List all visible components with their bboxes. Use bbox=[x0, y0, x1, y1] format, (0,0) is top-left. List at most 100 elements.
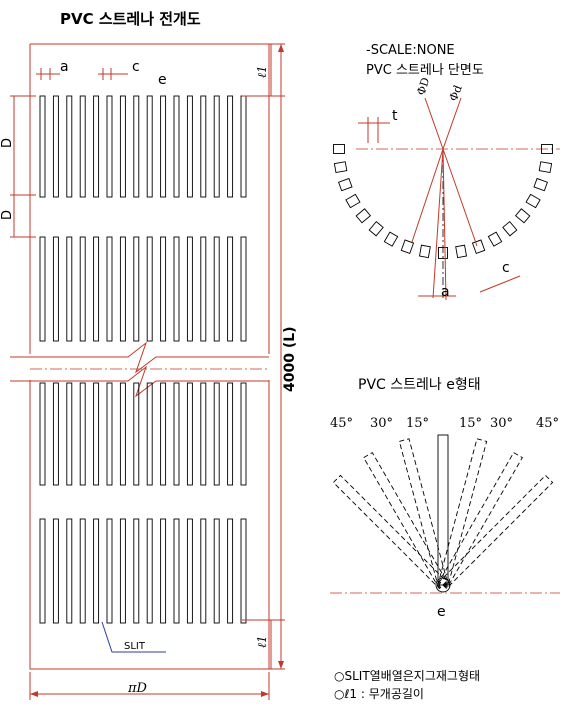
label-width: πD bbox=[127, 681, 148, 696]
slot bbox=[119, 518, 126, 624]
dim-length: 4000 (L) bbox=[278, 44, 298, 669]
slit-leader: SLIT bbox=[101, 621, 166, 653]
dim-l1-top: ℓ1 bbox=[242, 43, 285, 97]
slot bbox=[200, 236, 207, 342]
slot bbox=[200, 382, 207, 486]
slot bbox=[200, 95, 207, 198]
expansion-title: PVC 스트레나 전개도 bbox=[60, 10, 201, 28]
slot bbox=[39, 382, 46, 486]
slot bbox=[186, 95, 193, 198]
angle-6: 45° bbox=[536, 416, 559, 431]
slot bbox=[240, 95, 247, 198]
ring-segment bbox=[502, 220, 518, 237]
fan-slot bbox=[398, 438, 449, 587]
slot bbox=[160, 518, 167, 624]
slot bbox=[146, 382, 153, 486]
section-title: PVC 스트레나 단면도 bbox=[366, 63, 484, 78]
note-2: ○ℓ1 : 무개공길이 bbox=[334, 687, 424, 701]
section-view: -SCALE:NONE PVC 스트레나 단면도 ΦD Φd t c a bbox=[333, 43, 560, 301]
slot bbox=[66, 382, 73, 486]
sheet-outline-bottom bbox=[29, 380, 270, 670]
slot bbox=[52, 382, 59, 486]
slot bbox=[213, 518, 220, 624]
slot bbox=[160, 382, 167, 486]
slot bbox=[93, 518, 100, 624]
label-phi-d: Φd bbox=[447, 83, 465, 103]
slot bbox=[240, 236, 247, 342]
expansion-view: PVC 스트레나 전개도 a c e D D bbox=[0, 10, 298, 700]
label-c: c bbox=[132, 59, 140, 75]
e-shape-title: PVC 스트레나 e형태 bbox=[358, 377, 481, 393]
slot bbox=[173, 236, 180, 342]
slot bbox=[119, 236, 126, 342]
label-slit: SLIT bbox=[124, 641, 146, 652]
slot bbox=[93, 236, 100, 342]
label-D-mid: D bbox=[0, 210, 15, 220]
ring-segment bbox=[333, 161, 348, 174]
slot bbox=[213, 236, 220, 342]
slot bbox=[173, 95, 180, 198]
ring-segment bbox=[487, 231, 503, 247]
dim-a: a bbox=[36, 59, 69, 80]
slot bbox=[146, 95, 153, 198]
slot bbox=[66, 236, 73, 342]
slot bbox=[133, 95, 140, 198]
slot bbox=[133, 382, 140, 486]
slot bbox=[119, 95, 126, 198]
notes: ○SLIT열배열은지그재그형태 ○ℓ1 : 무개공길이 bbox=[334, 669, 480, 701]
slot bbox=[66, 95, 73, 198]
dim-t: t bbox=[358, 108, 398, 143]
slot bbox=[106, 236, 113, 342]
slot bbox=[160, 236, 167, 342]
slot bbox=[186, 518, 193, 624]
slot bbox=[66, 518, 73, 624]
section-label-a: a bbox=[441, 284, 450, 300]
slot bbox=[173, 382, 180, 486]
slot bbox=[240, 382, 247, 486]
slot bbox=[52, 518, 59, 624]
slot bbox=[227, 518, 234, 624]
slot bbox=[240, 518, 247, 624]
break-line bbox=[10, 341, 269, 398]
label-phi-D: ΦD bbox=[414, 76, 432, 97]
ring-segment bbox=[418, 244, 431, 259]
slot bbox=[133, 518, 140, 624]
angle-4: 15° bbox=[459, 416, 482, 431]
fan-slot bbox=[438, 474, 554, 590]
slot bbox=[119, 382, 126, 486]
slot bbox=[227, 236, 234, 342]
slot bbox=[39, 518, 46, 624]
slot bbox=[79, 236, 86, 342]
label-e: e bbox=[158, 72, 167, 88]
fan-slot bbox=[438, 451, 523, 589]
ring-segment bbox=[525, 193, 541, 209]
slot bbox=[93, 95, 100, 198]
ring-segment bbox=[338, 177, 353, 192]
slot bbox=[200, 518, 207, 624]
slot bbox=[79, 95, 86, 198]
e-shape-view: PVC 스트레나 e형태 45° 30° 15° 15° 30° 45° e bbox=[330, 377, 560, 620]
fan-slot bbox=[363, 451, 448, 589]
sheet-outline-top bbox=[29, 43, 270, 354]
dim-D: D D bbox=[0, 95, 36, 238]
label-D-top: D bbox=[0, 138, 15, 148]
slot bbox=[160, 95, 167, 198]
slot bbox=[93, 382, 100, 486]
ring-segment bbox=[455, 244, 468, 259]
slot bbox=[133, 236, 140, 342]
angle-1: 45° bbox=[330, 416, 353, 431]
fan-slot bbox=[437, 434, 449, 586]
ring-segment bbox=[538, 161, 553, 174]
dim-c: c bbox=[98, 59, 140, 80]
label-l1-top: ℓ1 bbox=[255, 65, 269, 78]
ring-segment bbox=[383, 231, 399, 247]
slot bbox=[106, 95, 113, 198]
angle-3: 15° bbox=[406, 416, 429, 431]
slot bbox=[39, 95, 46, 198]
e-shape-fan bbox=[332, 434, 554, 593]
slot bbox=[227, 382, 234, 486]
ring-segment bbox=[400, 239, 415, 254]
ring-segment bbox=[368, 220, 384, 237]
ring-segment bbox=[514, 208, 531, 224]
